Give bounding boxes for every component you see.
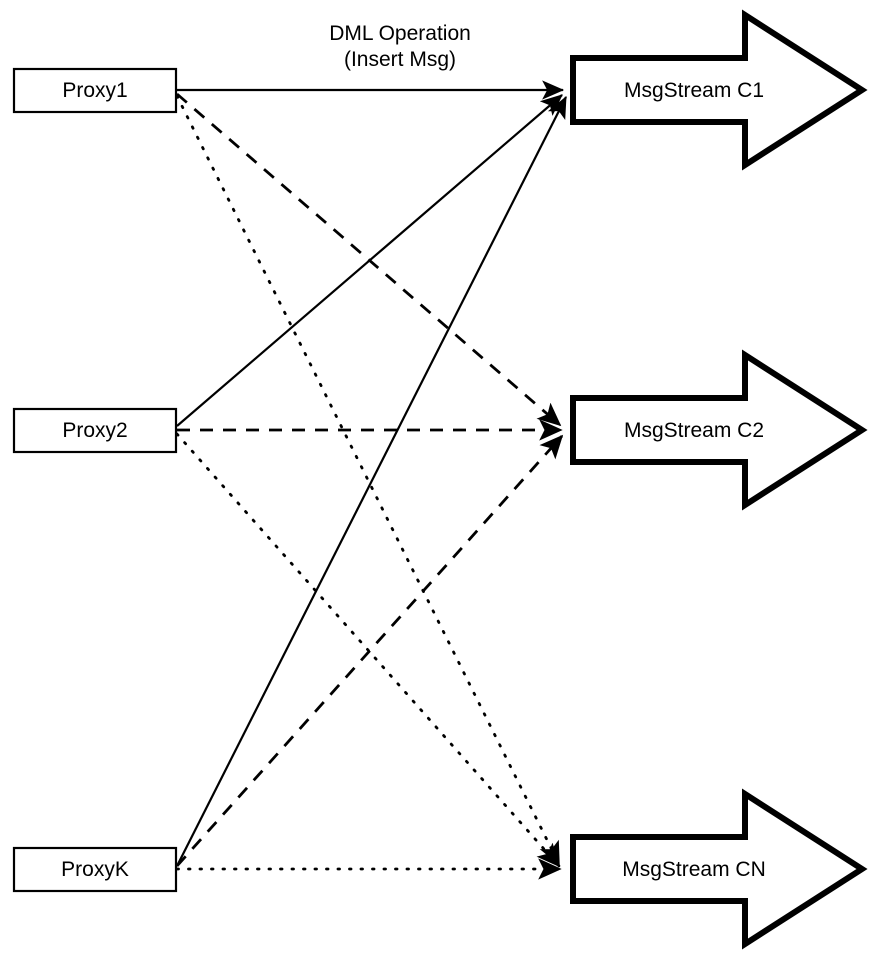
msgstream-c1-label: MsgStream C1 bbox=[624, 79, 764, 102]
node-proxyk[interactable]: ProxyK bbox=[12, 846, 178, 893]
proxy1-label: Proxy1 bbox=[62, 79, 127, 102]
edge-label-line1: DML Operation bbox=[329, 22, 471, 45]
msgstream-cn-arrow-shape[interactable] bbox=[570, 788, 868, 950]
edge-proxy2-to-stream-cn bbox=[175, 432, 561, 868]
msgstream-c1-arrow-shape[interactable] bbox=[570, 9, 868, 171]
msgstream-cn-label: MsgStream CN bbox=[622, 858, 766, 881]
edge-label-line2: (Insert Msg) bbox=[344, 48, 456, 71]
msgstream-c2-label: MsgStream C2 bbox=[624, 419, 764, 442]
proxyk-label: ProxyK bbox=[61, 858, 129, 881]
edge-proxy1-to-stream-cn bbox=[175, 94, 561, 866]
edge-group-proxyk bbox=[175, 96, 567, 880]
proxy2-box[interactable] bbox=[12, 407, 178, 454]
edge-proxy1-to-stream-c2 bbox=[176, 92, 562, 427]
node-proxy2[interactable]: Proxy2 bbox=[12, 407, 178, 454]
node-msgstream-cn[interactable]: MsgStream CN bbox=[570, 788, 868, 950]
edge-group-proxy2 bbox=[175, 94, 563, 868]
msgstream-c2-arrow-shape[interactable] bbox=[570, 349, 868, 511]
edge-group-proxy1 bbox=[175, 80, 565, 866]
node-proxy1[interactable]: Proxy1 bbox=[12, 67, 178, 114]
proxy1-box[interactable] bbox=[12, 67, 178, 114]
node-msgstream-c2[interactable]: MsgStream C2 bbox=[570, 349, 868, 511]
edge-label-dml-operation: DML Operation (Insert Msg) bbox=[329, 22, 471, 71]
edge-proxyk-to-stream-c2 bbox=[175, 434, 564, 867]
proxyk-box[interactable] bbox=[12, 846, 178, 893]
edge-proxyk-to-stream-c1 bbox=[176, 96, 567, 867]
node-msgstream-c1[interactable]: MsgStream C1 bbox=[570, 9, 868, 171]
edge-proxy2-to-stream-c1 bbox=[176, 94, 563, 427]
proxy2-label: Proxy2 bbox=[62, 419, 127, 442]
